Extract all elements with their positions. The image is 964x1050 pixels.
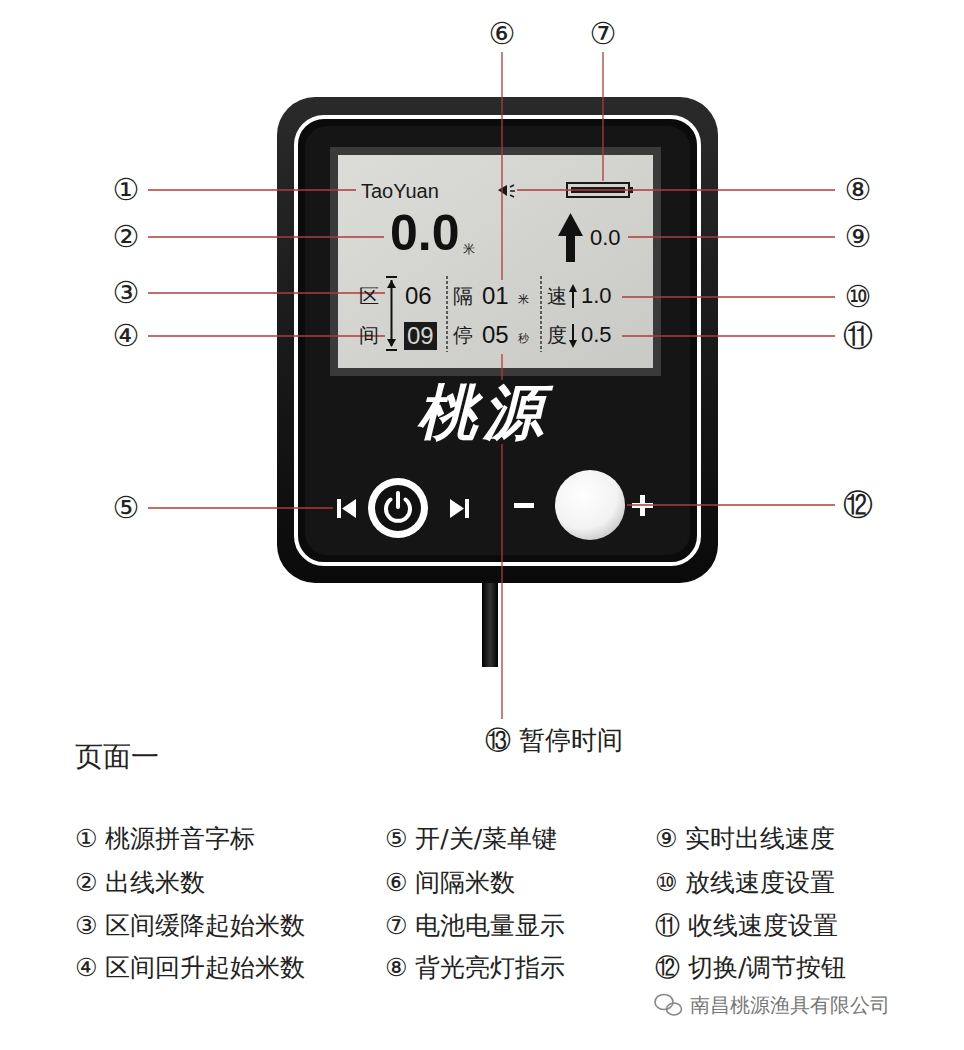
legend-item: ⑧ 背光亮灯指示 [385, 955, 565, 980]
cable [482, 575, 498, 667]
legend-item: ⑪ 收线速度设置 [655, 913, 838, 938]
field-label: 度 [547, 325, 567, 345]
interval-start: 06 [405, 284, 432, 308]
page-title: 页面一 [75, 743, 159, 771]
callout-number: ① [113, 175, 140, 205]
minus-sign [514, 503, 534, 508]
callout-number: ⑪ [843, 321, 873, 351]
watermark: 南昌桃源渔具有限公司 [690, 995, 890, 1015]
interval-return: 09 [404, 322, 437, 350]
skip-forward-icon [450, 499, 469, 518]
callout-number: ⑫ [843, 490, 873, 520]
device-housing: 桃源TaoYuan0.0米0.0区06隔01米速1.0间09停05秒度0.5 [277, 97, 718, 583]
field-label: 间 [359, 325, 379, 345]
line-out-meters: 0.0 [390, 208, 460, 258]
callout-number: ⑩ [845, 282, 872, 312]
callout-number: ③ [113, 278, 140, 308]
pause-time: 05 [482, 323, 509, 347]
callout-number: ④ [113, 321, 140, 351]
leader-line [148, 52, 835, 719]
callout-number: ⑨ [845, 222, 872, 252]
legend-item: ⑥ 间隔米数 [385, 870, 515, 895]
callout-caption: ⑬ 暂停时间 [485, 727, 623, 753]
wechat-icon [655, 995, 682, 1016]
release-speed: 1.0 [581, 285, 612, 307]
legend-item: ② 出线米数 [75, 870, 205, 895]
legend-item: ③ 区间缓降起始米数 [75, 913, 305, 938]
callout-number: ⑦ [590, 19, 617, 49]
unit: 秒 [518, 333, 529, 344]
legend-item: ① 桃源拼音字标 [75, 826, 255, 851]
lcd-screen: TaoYuan0.0米0.0区06隔01米速1.0间09停05秒度0.5 [336, 153, 655, 370]
callout-number: ② [113, 222, 140, 252]
interval-meters: 01 [482, 284, 509, 308]
column-separator [447, 276, 541, 352]
field-label: 停 [453, 325, 473, 345]
housing [277, 97, 718, 583]
field-label: 隔 [453, 286, 473, 306]
field-label: 速 [547, 286, 567, 306]
skip-back-icon [337, 499, 356, 518]
legend-item: ⑨ 实时出线速度 [655, 826, 835, 851]
callout-number: ⑥ [489, 19, 516, 49]
line-speed: 0.0 [590, 227, 621, 249]
housing-ring [296, 117, 699, 564]
power-button [368, 478, 428, 538]
legend-item: ④ 区间回升起始米数 [75, 955, 305, 980]
speed-small-arrows [569, 284, 577, 348]
field-label: 区 [359, 286, 379, 306]
interval-bracket [386, 277, 397, 350]
adjust-knob [555, 470, 625, 540]
callout-number: ⑧ [845, 175, 872, 205]
screen-bezel [330, 147, 661, 376]
brand-logo: 桃源 [413, 380, 553, 444]
legend-item: ⑦ 电池电量显示 [385, 913, 565, 938]
legend-item: ⑫ 切换/调节按钮 [655, 955, 846, 980]
callout-number: ⑤ [113, 493, 140, 523]
legend-item: ⑩ 放线速度设置 [655, 870, 835, 895]
unit: 米 [518, 294, 529, 305]
brand-pinyin: TaoYuan [361, 181, 439, 201]
speed-arrow [558, 213, 583, 262]
legend-item: ⑤ 开/关/菜单键 [385, 826, 557, 851]
lcd [338, 155, 653, 368]
retrieve-speed: 0.5 [581, 324, 612, 346]
unit: 米 [463, 243, 475, 255]
backlight-icon [498, 185, 515, 197]
